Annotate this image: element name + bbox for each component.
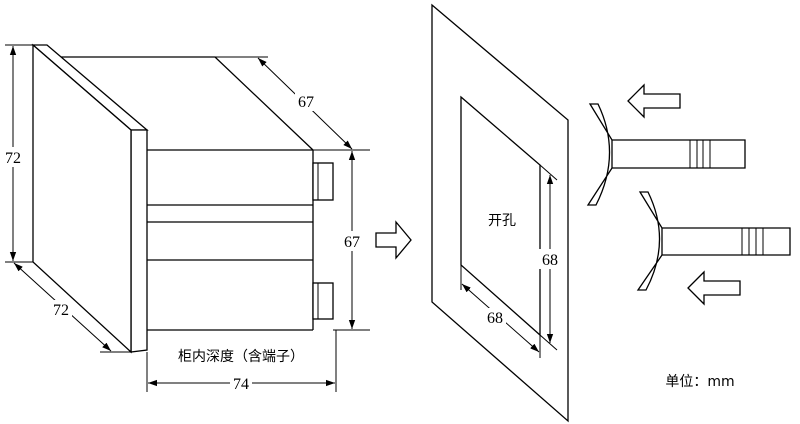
- meter-drawing: 72 72 67 67 柜内深度（含端子）: [3, 43, 370, 393]
- cabinet-depth-label: 柜内深度（含端子）: [178, 349, 304, 365]
- terminal-upper: [312, 162, 334, 201]
- body-height-value: 67: [344, 234, 360, 251]
- dimension-body-height: 67: [333, 151, 370, 331]
- dimension-cabinet-depth: 74: [146, 330, 337, 393]
- bezel-height-value: 72: [5, 150, 21, 167]
- dimension-cutout-width: 68: [460, 265, 541, 358]
- cutout-width-value: 68: [487, 310, 503, 327]
- bezel-side-thickness: [130, 129, 148, 353]
- cutout-height-value: 68: [542, 252, 558, 269]
- cabinet-depth-value: 74: [233, 376, 249, 393]
- cutout-label: 开孔: [488, 213, 516, 229]
- unit-label: 单位：mm: [665, 374, 734, 390]
- panel-drawing: 开孔 68 68: [431, 3, 569, 423]
- terminal-lower: [312, 282, 334, 320]
- arrow-left-icon: [687, 270, 741, 306]
- dimension-bezel-width: 72: [13, 262, 131, 353]
- mounting-clamp-upper: [586, 103, 746, 206]
- body-depth-value: 67: [298, 94, 314, 111]
- dimension-body-depth: 67: [215, 56, 370, 151]
- bezel-front-face: [32, 43, 132, 354]
- dimension-cutout-height: 68: [539, 164, 561, 351]
- dimension-bezel-height: 72: [3, 44, 33, 263]
- arrow-right-icon: [375, 220, 412, 260]
- arrow-left-icon: [627, 83, 681, 119]
- bezel-width-value: 72: [53, 302, 69, 319]
- mounting-clamp-lower: [636, 191, 791, 291]
